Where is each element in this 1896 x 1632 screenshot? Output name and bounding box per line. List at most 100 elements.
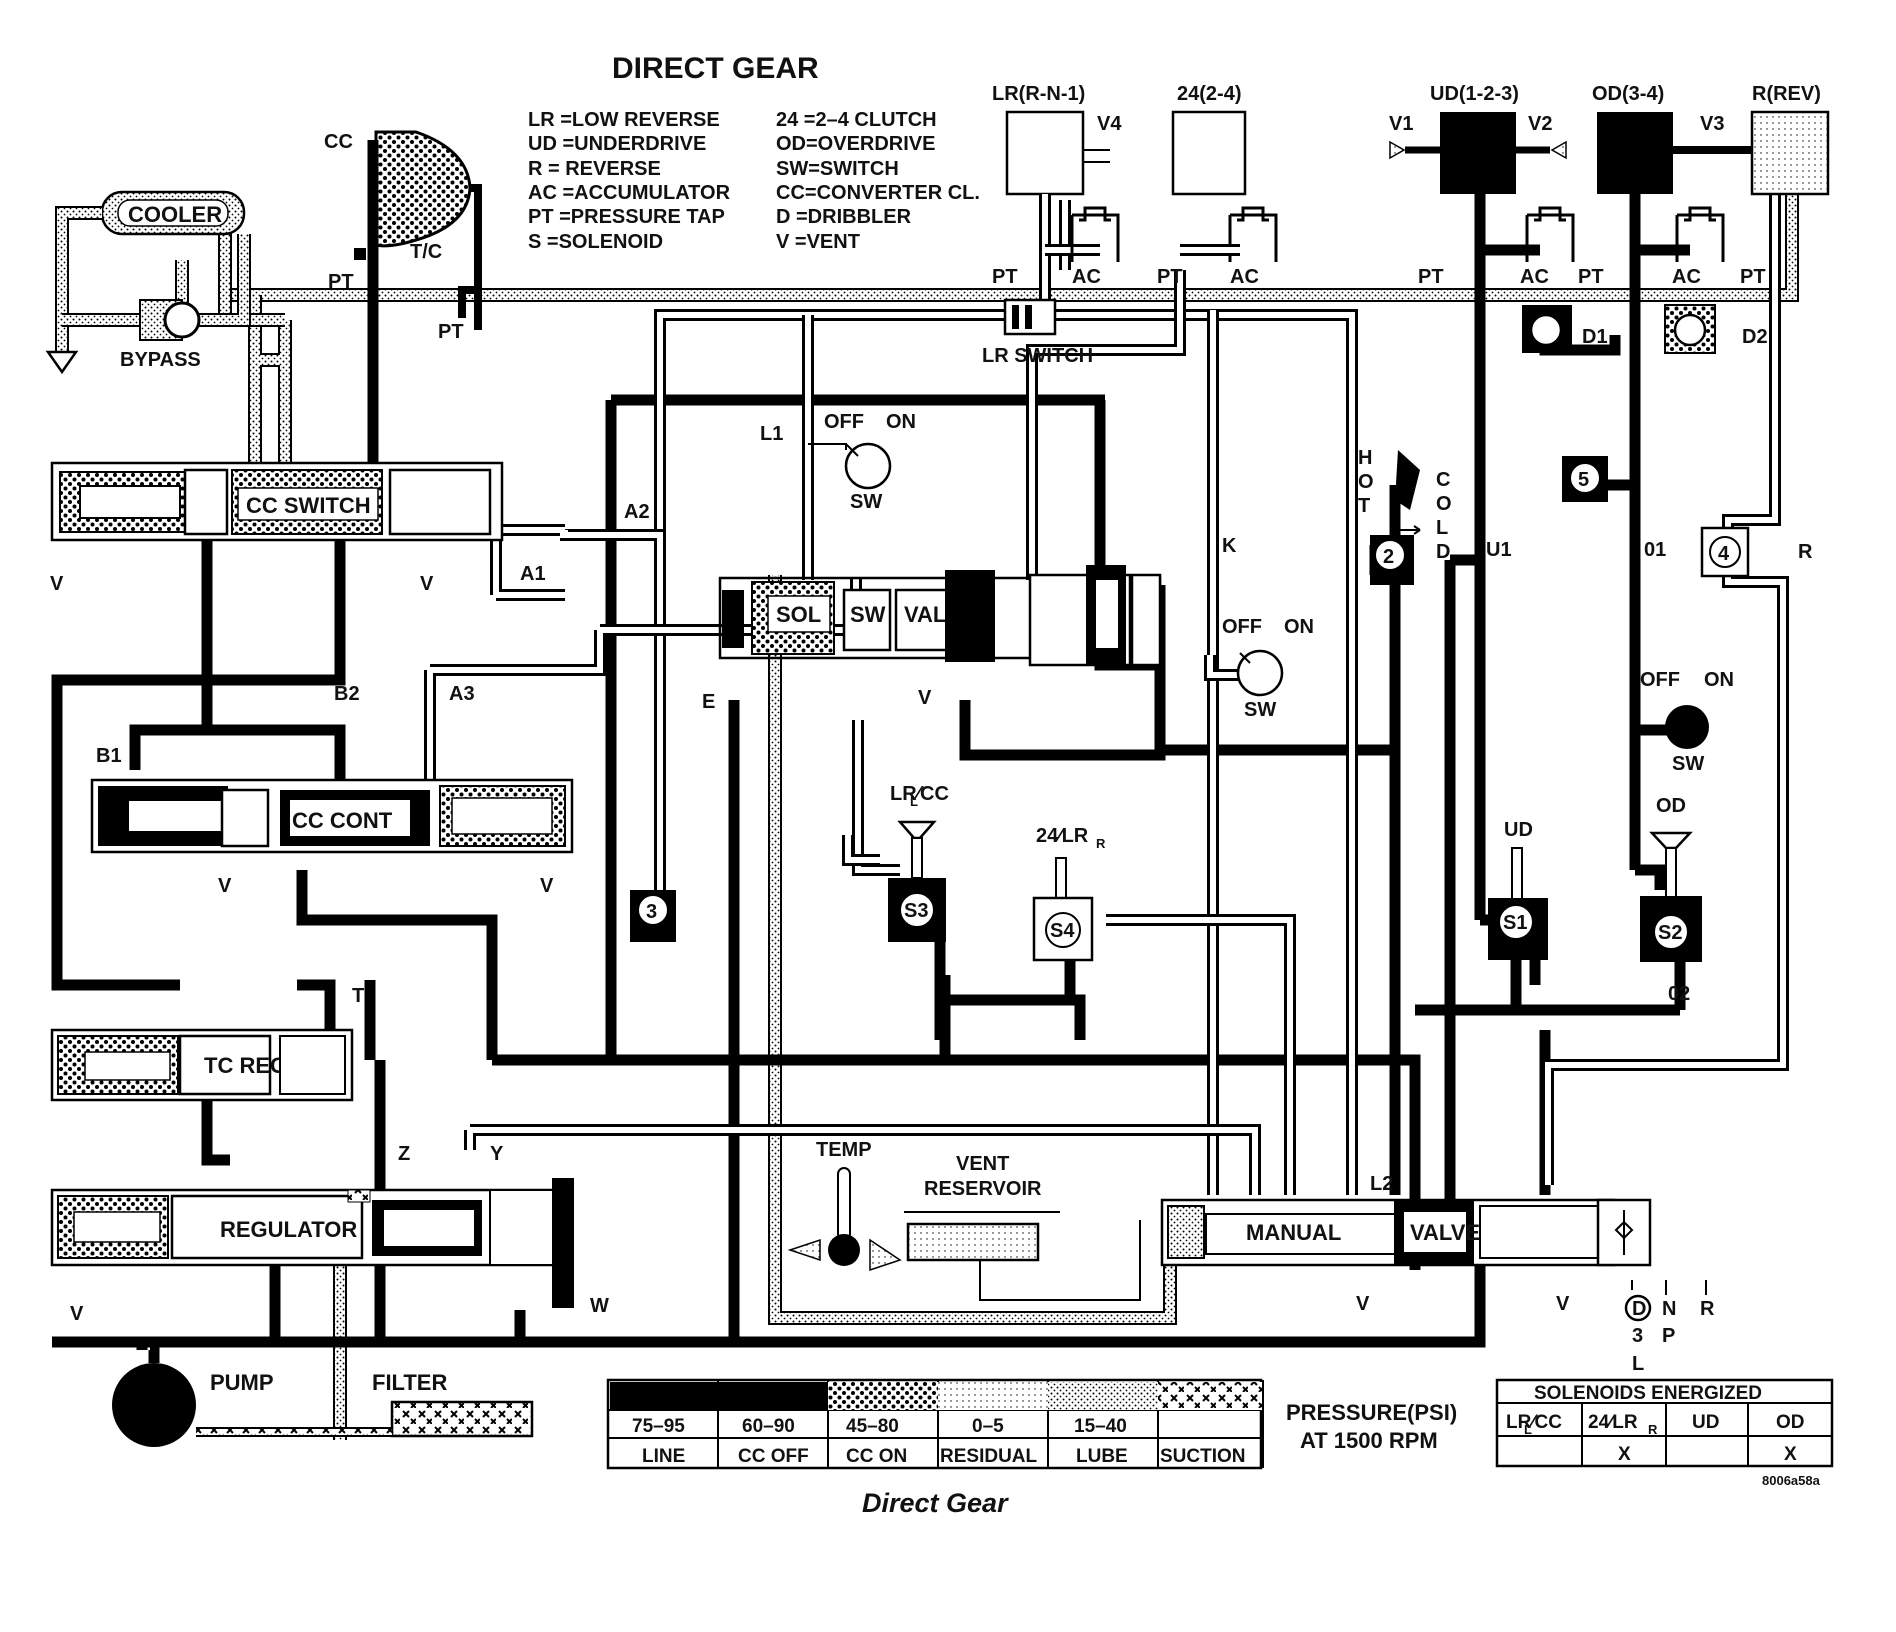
lr-switch-label: LR SWITCH (982, 345, 1093, 367)
cold-label-c: C (1436, 469, 1450, 491)
pt-label: PT (1418, 266, 1444, 288)
valve-label: VALVE (1410, 1220, 1480, 1245)
selected-gear-icon (1624, 1294, 1652, 1322)
table-header-sub: R (1648, 1422, 1658, 1437)
cold-label-d: D (1436, 541, 1450, 563)
clutch-ud: UD(1-2-3) V1 V2 PT AC (1389, 83, 1575, 288)
regulator-label: REGULATOR (220, 1217, 357, 1242)
manual-valve: MANUAL VALVE V V L2 (1160, 1173, 1652, 1315)
swatch-suction (1158, 1382, 1262, 1410)
d2-label: D2 (1742, 326, 1768, 348)
cc-switch-label: CC SWITCH (246, 493, 371, 518)
abbr-item: CC=CONVERTER CL. (776, 182, 980, 204)
r-label: R (1798, 541, 1813, 563)
legend-name: LINE (642, 1446, 685, 1467)
a2-label: A2 (624, 501, 650, 523)
cold-label-l: L (1436, 517, 1448, 539)
temp-sensor-reservoir: TEMP VENT RESERVOIR (787, 1139, 1141, 1301)
e-label: E (702, 691, 715, 713)
tc-reg-label: TC REG (204, 1053, 287, 1078)
gear-p-label: P (1662, 1325, 1675, 1347)
diagram-title: DIRECT GEAR (612, 52, 819, 85)
o2-label: 02 (1668, 983, 1690, 1005)
pt-label: PT (328, 271, 354, 293)
table-cell: X (1784, 1444, 1797, 1465)
pump-label: PUMP (210, 1370, 274, 1395)
hot-label-t: T (1358, 495, 1370, 517)
table-title: SOLENOIDS ENERGIZED (1534, 1383, 1762, 1404)
solenoid-s1: UD S1 (1488, 819, 1548, 1010)
solenoid-s4: 24⁄LR R S4 (1032, 825, 1106, 1000)
legend-range: 15–40 (1074, 1416, 1127, 1437)
c24lr-sub-label: R (1096, 836, 1106, 851)
figure-code: 8006a58a (1762, 1473, 1821, 1488)
clutch-reverse: R(REV) PT (1740, 83, 1830, 288)
sump-arrow-icon (45, 350, 79, 375)
s3-label: S3 (904, 900, 928, 922)
y-label: Y (490, 1143, 504, 1165)
filter (390, 1400, 534, 1438)
pump-icon (112, 1363, 196, 1447)
abbr-item: UD =UNDERDRIVE (528, 133, 706, 155)
gear-l-label: L (1632, 1353, 1644, 1375)
od-label: OD (1656, 795, 1686, 817)
check-5-label: 5 (1578, 469, 1589, 491)
thermal-valve: H O T C O L D 2 U1 (1358, 447, 1512, 585)
vent-label: V (1356, 1293, 1370, 1315)
pressure-switch-lr: OFF ON SW (808, 411, 916, 513)
residual-circuit (424, 150, 1789, 1195)
solenoid-s3: LR⁄CC L S3 (888, 783, 949, 1040)
abbr-item: V =VENT (776, 231, 860, 253)
check-4-label: 4 (1718, 543, 1730, 565)
abbr-item: OD=OVERDRIVE (776, 133, 935, 155)
table-header: UD (1692, 1412, 1719, 1433)
regulator-valve: REGULATOR V Z Y W (50, 1143, 609, 1325)
cold-label-o: O (1436, 493, 1452, 515)
abbreviation-legend: LR =LOW REVERSE UD =UNDERDRIVE R = REVER… (528, 109, 980, 253)
abbr-item: AC =ACCUMULATOR (528, 182, 731, 204)
t-label: T (352, 985, 364, 1007)
swatch-residual (938, 1382, 1048, 1410)
vent-reservoir-label: RESERVOIR (924, 1178, 1042, 1200)
lrcc-sub-label: L (910, 794, 918, 809)
table-header-sub: L (1524, 1422, 1532, 1437)
manual-label: MANUAL (1246, 1220, 1341, 1245)
sol-label: SOL (776, 602, 821, 627)
abbr-item: R = REVERSE (528, 158, 661, 180)
bypass-label: BYPASS (120, 349, 201, 371)
sw-label: SW (1244, 699, 1276, 721)
solenoid-energized-table: SOLENOIDS ENERGIZED LR⁄CC L 24⁄LR R UD O… (1495, 1378, 1834, 1468)
a3-label: A3 (449, 683, 475, 705)
table-header: 24⁄LR (1588, 1412, 1638, 1433)
swatch-cc-off (718, 1382, 828, 1410)
check-2-label: 2 (1383, 546, 1394, 568)
pt-label: PT (1740, 266, 1766, 288)
clutch-lr-label: LR(R-N-1) (992, 83, 1085, 105)
solenoid-s2: OD S2 02 (1640, 795, 1702, 1005)
hot-label-o: O (1358, 471, 1374, 493)
clutch-reverse-label: R(REV) (1752, 83, 1821, 105)
legend-name: LUBE (1076, 1446, 1128, 1467)
thermometer-icon (828, 1234, 860, 1266)
ac-label: AC (1520, 266, 1549, 288)
ac-label: AC (1672, 266, 1701, 288)
vent-reservoir (906, 1222, 1040, 1262)
torque-converter: CC T/C PT PT (324, 130, 482, 480)
table-header: LR⁄CC (1506, 1412, 1562, 1433)
b1-label: B1 (96, 745, 122, 767)
legend-range: 45–80 (846, 1416, 899, 1437)
vent-v2-label: V2 (1528, 113, 1552, 135)
table-cell: X (1618, 1444, 1631, 1465)
sw-label: SW (850, 602, 886, 627)
dribbler-d2: D2 (1664, 304, 1768, 354)
pt-label: PT (1578, 266, 1604, 288)
pt-label: PT (992, 266, 1018, 288)
pressure-switch-24: OFF ON SW K (1222, 535, 1314, 721)
vent-label: V (918, 687, 932, 709)
on-label: ON (1704, 669, 1734, 691)
cc-control-valve: CC CONT V V (90, 778, 574, 897)
s4-label: S4 (1050, 920, 1075, 942)
temp-label: TEMP (816, 1139, 872, 1161)
lrcc-label: LR⁄CC (890, 783, 949, 805)
l1-label: L1 (760, 423, 783, 445)
